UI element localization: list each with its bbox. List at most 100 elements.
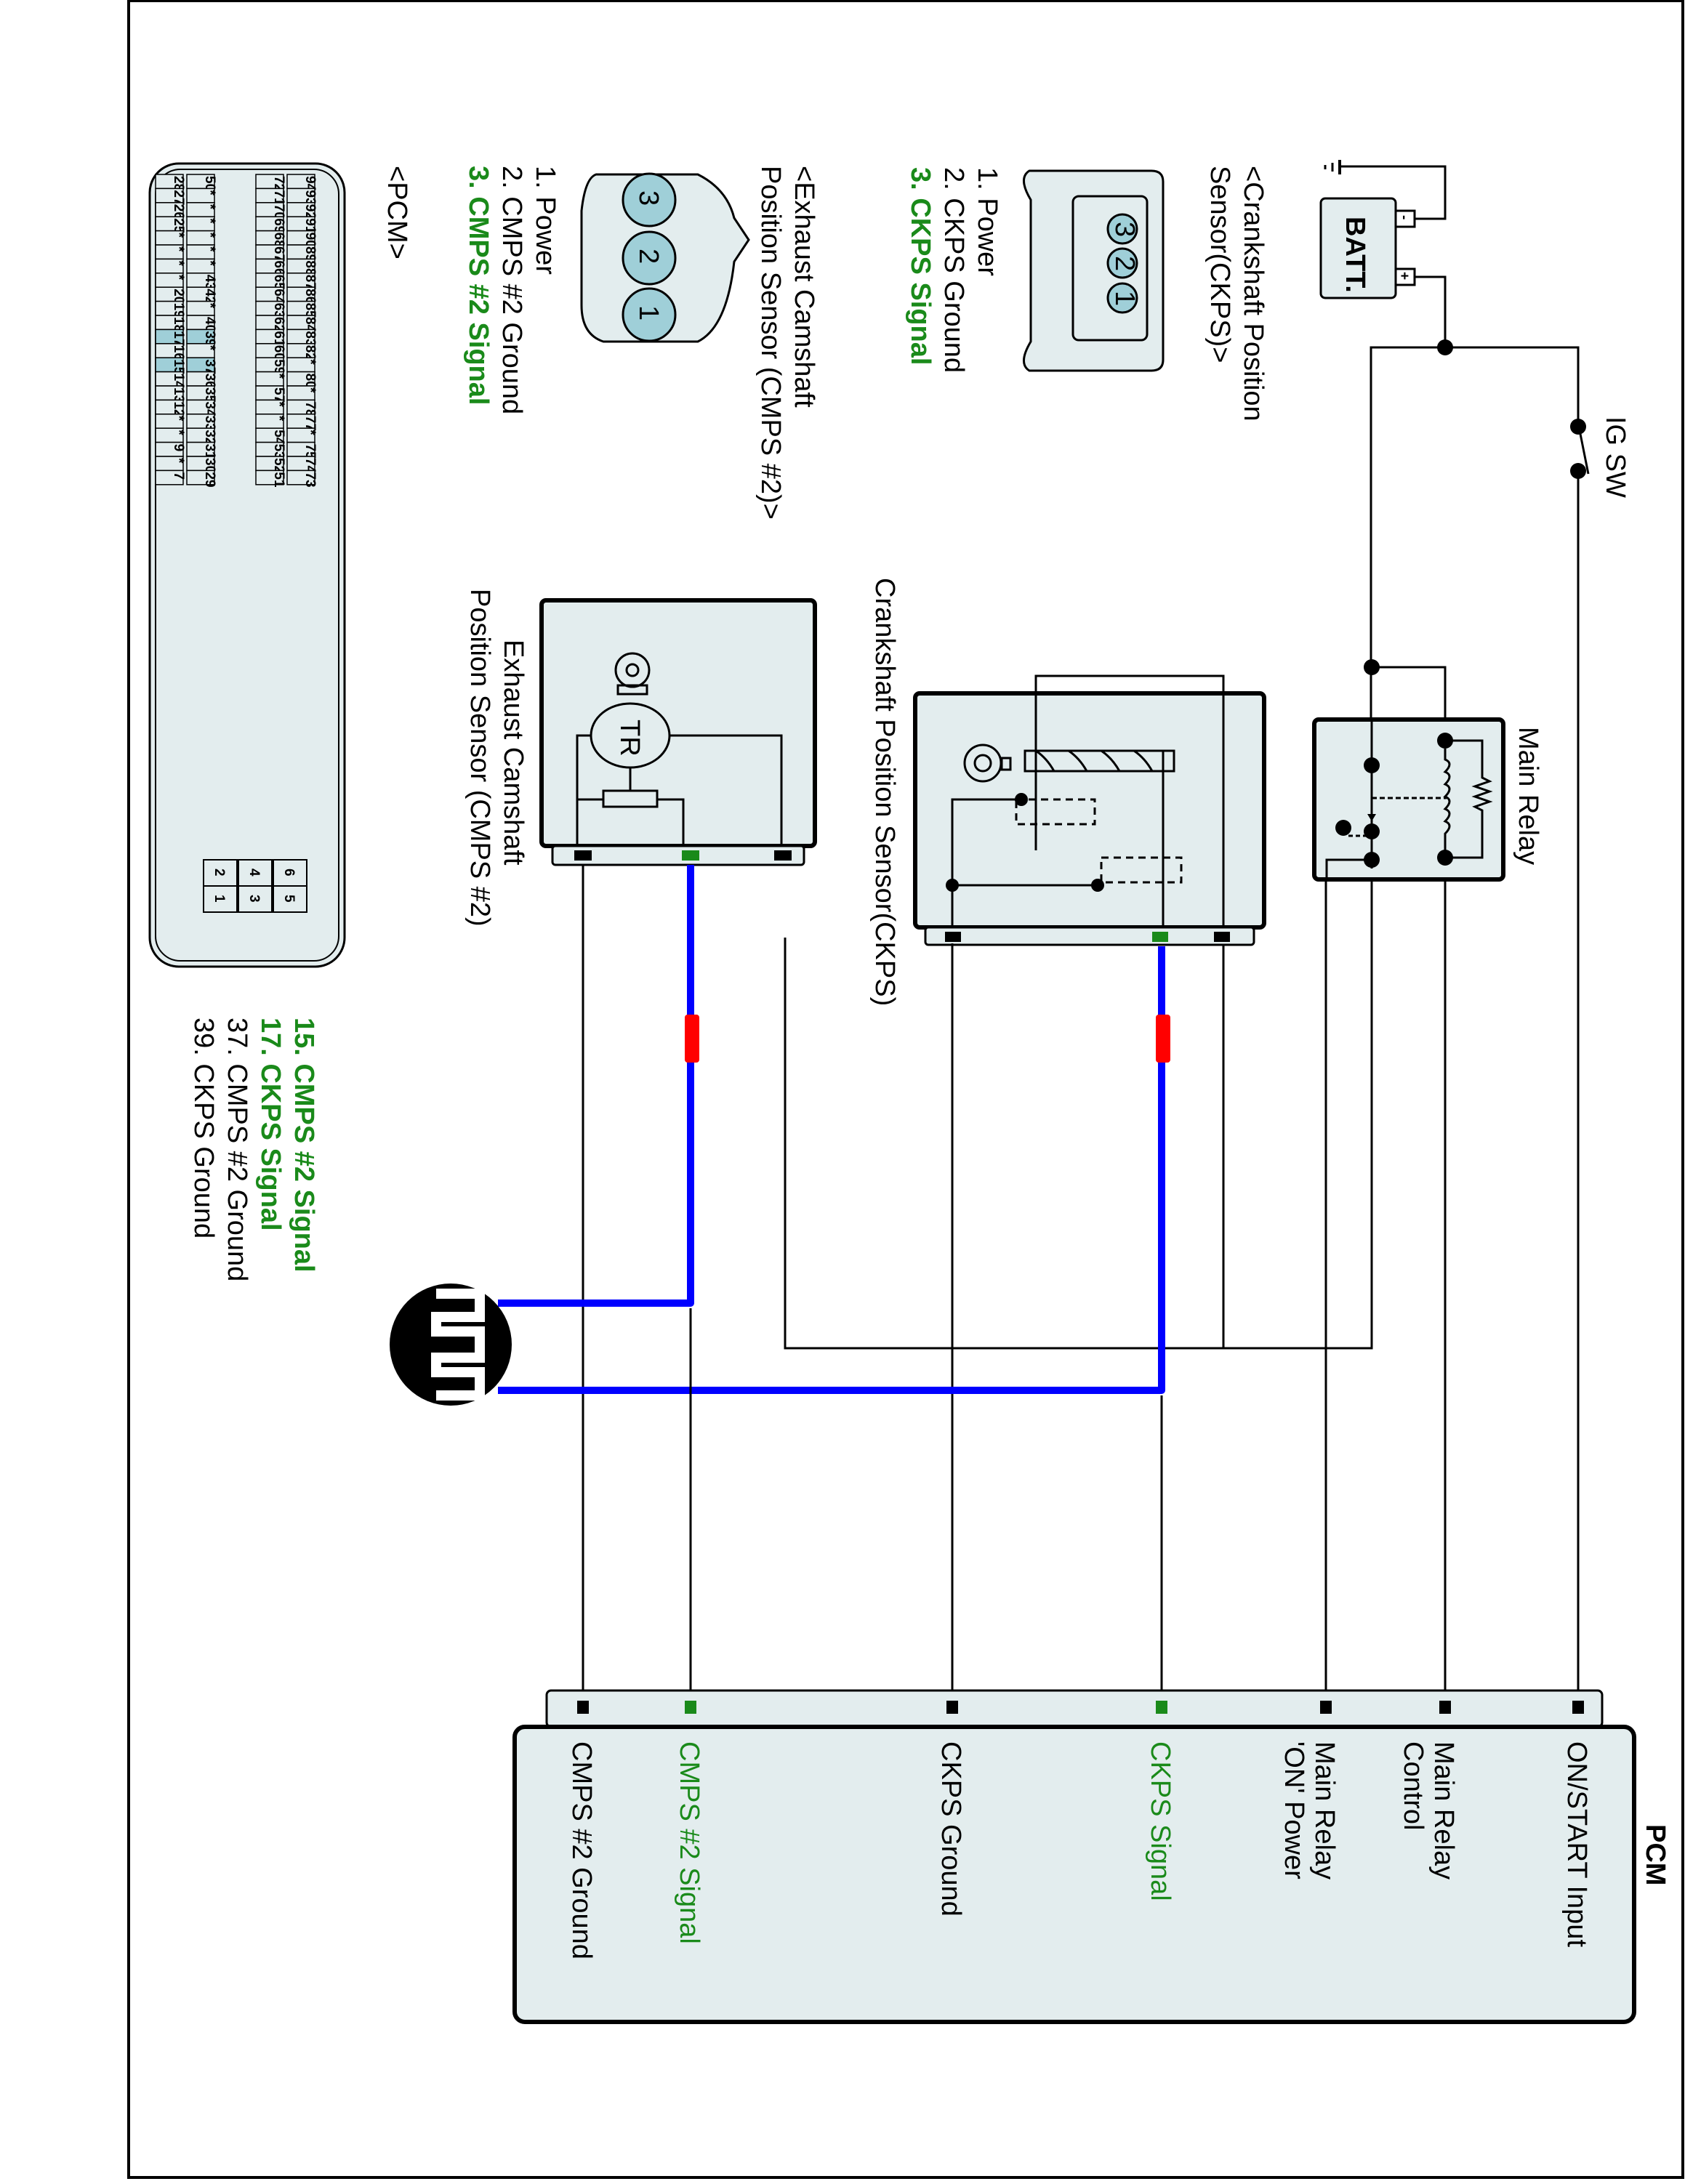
pcm-pin-number: * — [302, 387, 318, 393]
pcm-pin-number: 29 — [202, 472, 217, 487]
pcm-pin-number: 92 — [302, 204, 318, 219]
pcm-pin-number: 74 — [302, 458, 318, 474]
pcm-legend-3: 37. CMPS #2 Ground — [222, 1018, 252, 1281]
pcm-pin-number: * — [171, 458, 186, 464]
shield-marker — [685, 1015, 699, 1063]
pcm-pin-number: 39 — [202, 331, 217, 346]
ckps-connector-title-line2: Sensor(CKPS)> — [1205, 166, 1235, 363]
pcm-pin-number: * — [171, 246, 186, 252]
pcm-pin-number: 37 — [202, 359, 217, 374]
pcm-pin-number: 68 — [271, 233, 286, 248]
pcm-pin-number: * — [171, 275, 186, 281]
pcm-terminal-label: CMPS #2 Signal — [674, 1741, 704, 1944]
ckps-connector-title-line1: <Crankshaft Position — [1238, 166, 1268, 422]
pcm-pin-number: 72 — [271, 176, 286, 191]
ckps-pin-2 — [1214, 932, 1230, 942]
pcm-pin-number: * — [302, 430, 318, 435]
pcm-pin-number: 90 — [302, 233, 318, 248]
pcm-pin-number: * — [171, 430, 186, 435]
cmps-legend-3: 3. CMPS #2 Signal — [463, 166, 494, 405]
pcm-pin-number: 93 — [302, 190, 318, 205]
battery-negative-sign: - — [1396, 215, 1412, 219]
pcm-connector-title: <PCM> — [382, 166, 412, 259]
cmps-connector-title-line2: Position Sensor (CMPS #2)> — [755, 166, 786, 520]
cmps-component-label-line2: Position Sensor (CMPS #2) — [465, 589, 495, 927]
pcm-pin-number: 43 — [202, 275, 217, 290]
pcm-pin-number: 7 — [171, 472, 186, 480]
main-relay-label: Main Relay — [1513, 727, 1543, 865]
pcm-pin-number: 84 — [302, 317, 318, 333]
pcm-pin-number: 53 — [271, 444, 286, 459]
pcm-pin-number: 31 — [202, 444, 217, 460]
shield-marker — [1156, 1015, 1170, 1063]
pcm-pin-number: * — [202, 303, 217, 309]
ckps-pin-3-label: 3 — [1109, 222, 1140, 237]
pcm-pin-grid: 94939291908988878685848382*80*7877*75747… — [155, 174, 318, 488]
pcm-terminal-label: Control — [1398, 1741, 1428, 1831]
ckps-legend-3: 3. CKPS Signal — [905, 167, 936, 365]
pcm-pin-number: 71 — [271, 190, 286, 206]
battery-positive-wire — [1415, 275, 1447, 347]
pcm-pin-number: 15 — [171, 359, 186, 375]
pcm-pin-number: * — [171, 233, 186, 238]
cmps-pin-1 — [774, 850, 792, 861]
ckps-signal-shielded-wire — [498, 946, 1165, 1394]
pcm-pin-number: 78 — [302, 401, 318, 416]
reluctor-wheel-icon — [963, 744, 1012, 783]
pcm-pin-number: 12 — [171, 401, 186, 416]
ckps-connector-face: 3 2 1 <Crankshaft Position Sensor(CKPS)>… — [905, 166, 1268, 422]
pcm-pin-number: * — [202, 218, 217, 224]
pcm-pin-number: 63 — [271, 303, 286, 318]
pcm-terminal-label: CKPS Signal — [1145, 1741, 1175, 1901]
pcm-terminal-pin — [1156, 1701, 1167, 1714]
pcm-pin-number: * — [202, 345, 217, 351]
pcm-power-pin-cell — [238, 885, 273, 913]
pcm-pin-number: 40 — [202, 317, 217, 332]
shielded-signal-wires — [498, 865, 1170, 1701]
pcm-power-pin-cell — [273, 859, 307, 887]
pcm-pin-number: 59 — [271, 359, 286, 374]
pcm-pin-number: * — [271, 374, 286, 379]
pcm-pin-cell — [255, 470, 284, 485]
pcm-pin-number: 14 — [171, 374, 186, 390]
pcm-pin-number: * — [271, 401, 286, 407]
pcm-pin-number: 18 — [171, 317, 186, 332]
cam-target-icon — [614, 652, 651, 696]
ignition-switch: IG SW — [1570, 416, 1630, 498]
pcm-terminal-pin — [577, 1701, 589, 1714]
pcm-pin-number: 34 — [202, 401, 217, 417]
pcm-pin-number: 65 — [271, 275, 286, 291]
pcm-pin-number: 32 — [202, 430, 217, 445]
pcm-pin-number: 25 — [171, 218, 186, 234]
pcm-legend-1: 15. CMPS #2 Signal — [289, 1018, 319, 1273]
pcm-pin-number: 60 — [271, 345, 286, 360]
pcm-power-pin-number: 6 — [281, 869, 297, 877]
pcm-pin-number: 88 — [302, 260, 318, 275]
pcm-pin-number: 16 — [171, 345, 186, 360]
pcm-terminal-pin — [1320, 1701, 1332, 1714]
pcm-pin-number: 57 — [271, 387, 286, 403]
cmps-component-label-line1: Exhaust Camshaft — [498, 640, 528, 866]
pcm-pin-number: 86 — [302, 289, 318, 304]
cmps-pin-1-label: 1 — [633, 305, 664, 321]
pcm-terminal-pin — [685, 1701, 696, 1714]
ckps-legend-1: 1. Power — [972, 167, 1002, 276]
pcm-pin-number: * — [271, 416, 286, 422]
ckps-component: Crankshaft Position Sensor(CKPS) — [869, 578, 1266, 1006]
pcm-power-pin-cell — [273, 885, 307, 913]
pcm-pin-number: 80 — [302, 374, 318, 389]
ckps-component-label: Crankshaft Position Sensor(CKPS) — [869, 578, 900, 1006]
pcm-pin-number: * — [171, 416, 186, 422]
pcm-pin-number: * — [302, 359, 318, 365]
pcm-power-pin-number: 1 — [212, 895, 227, 903]
pcm-pin-number: 30 — [202, 458, 217, 473]
pcm-terminal-label: Main Relay — [1309, 1741, 1340, 1879]
pcm-pin-cell — [155, 470, 184, 485]
pcm-title: PCM — [1640, 1824, 1670, 1885]
main-relay: Main Relay — [1312, 659, 1543, 882]
cmps-component: TR Exhaust Camshaft Position Sensor (CMP… — [465, 589, 817, 927]
ig-switch-label: IG SW — [1600, 416, 1630, 498]
